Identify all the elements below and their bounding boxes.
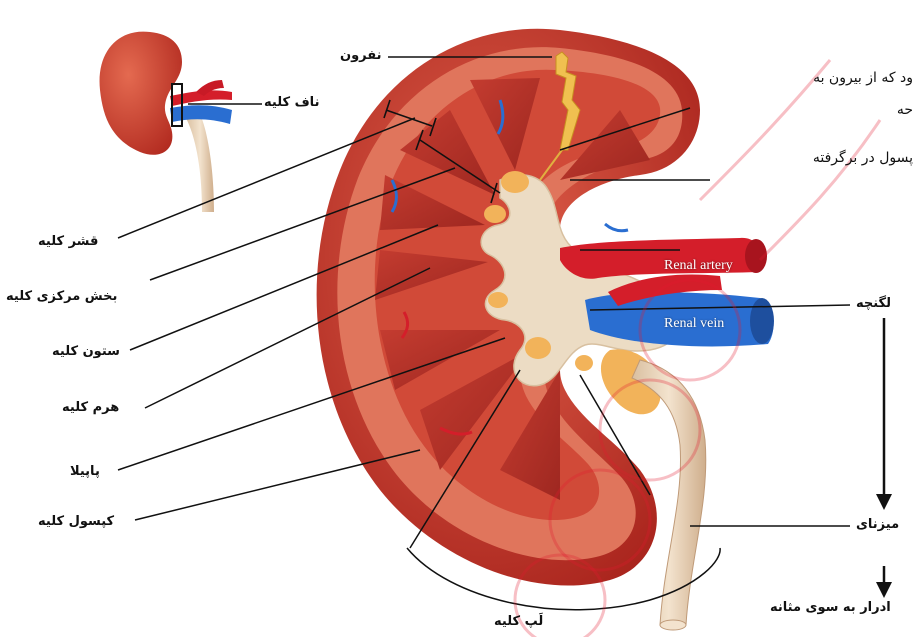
label-papilla: پاپیلا [70, 464, 100, 479]
small-ureter [186, 114, 214, 212]
label-hilum: ناف کلیه [264, 95, 319, 110]
paragraph-line-3: پسول در برگرفته [813, 150, 913, 166]
label-pyramid: هرم کلیه [62, 400, 119, 415]
down-arrow-icon [876, 582, 892, 598]
label-renal-artery: Renal artery [664, 258, 733, 274]
small-kidney [100, 32, 232, 212]
fat-deposit [484, 205, 506, 223]
fat-deposit [488, 292, 508, 308]
label-renal-vein: Renal vein [664, 316, 724, 332]
label-to-bladder: ادرار به سوی مثانه [770, 600, 891, 615]
label-pelvis: لگنچه [856, 296, 891, 311]
interlobar-vessel [605, 224, 628, 231]
paragraph-line-1: ود که از بیرون به [813, 70, 913, 86]
label-ureter: میزنای [856, 517, 899, 532]
down-arrow-icon [876, 494, 892, 510]
fat-deposit [525, 337, 551, 359]
fat-deposit [501, 171, 529, 193]
label-medulla: بخش مرکزی کلیه [6, 289, 117, 304]
label-capsule: کپسول کلیه [38, 514, 114, 529]
paragraph-line-2: حه [897, 102, 913, 118]
label-lobe: لَپ کلیه [494, 614, 543, 629]
label-nephron: نفرون [340, 48, 382, 63]
fat-deposit [575, 355, 593, 371]
ureter-end [660, 620, 686, 630]
flow-arrows [876, 318, 892, 598]
small-kidney-body [100, 32, 182, 155]
label-column: ستون کلیه [52, 344, 120, 359]
renal-vein-end [750, 298, 774, 344]
label-cortex: قشر کلیه [38, 234, 98, 249]
